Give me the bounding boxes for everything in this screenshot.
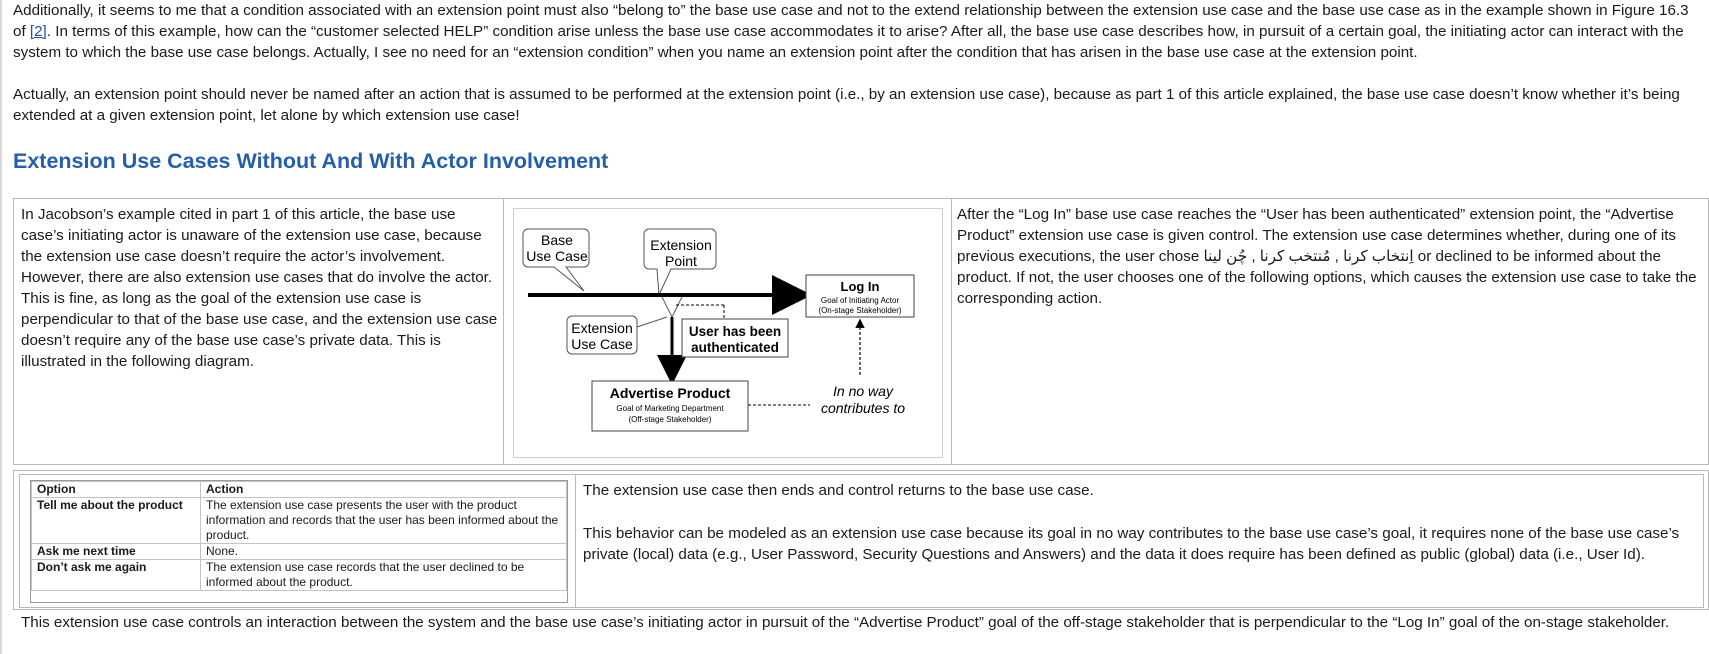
login-title: Log In bbox=[841, 279, 880, 294]
user-authenticated-label: authenticated bbox=[691, 340, 779, 355]
user-authenticated-label: User has been bbox=[689, 324, 781, 339]
table-row: Ask me next time None. bbox=[31, 543, 567, 560]
login-goal-box: Log In Goal of Initiating Actor (On-stag… bbox=[805, 274, 915, 318]
extension-use-case-label: Use Case bbox=[571, 336, 633, 352]
option-cell: Ask me next time bbox=[31, 543, 201, 560]
diagram-svg: Base Use Case Extension Point Log In Goa… bbox=[522, 228, 915, 432]
section-heading: Extension Use Cases Without And With Act… bbox=[13, 149, 609, 173]
options-table: Option Action Tell me about the product … bbox=[31, 481, 567, 591]
table-row: Tell me about the product The extension … bbox=[31, 497, 567, 544]
advertise-title: Advertise Product bbox=[610, 385, 731, 401]
action-cell: The extension use case records that the … bbox=[200, 559, 567, 591]
paragraph-text: Additionally, it seems to me that a cond… bbox=[13, 2, 1689, 40]
bottom-paragraph: This extension use case controls an inte… bbox=[21, 614, 1670, 631]
base-use-case-callout: Base Use Case bbox=[522, 228, 590, 292]
column-header-action: Action bbox=[200, 481, 567, 498]
paragraph-extension-point-naming: Actually, an extension point should neve… bbox=[13, 86, 1680, 124]
left-margin-rule bbox=[0, 0, 2, 654]
cell-left-text: In Jacobson’s example cited in part 1 of… bbox=[21, 206, 498, 370]
options-table-wrap: Option Action Tell me about the product … bbox=[30, 480, 568, 603]
base-use-case-label: Base bbox=[541, 232, 573, 248]
branch-line bbox=[661, 296, 673, 318]
branch-line bbox=[671, 296, 683, 318]
no-way-label: In no way bbox=[833, 383, 894, 399]
use-case-diagram: Base Use Case Extension Point Log In Goa… bbox=[513, 208, 943, 458]
cell-text-behavior: This behavior can be modeled as an exten… bbox=[583, 525, 1680, 563]
cell-right-text-part: After the “Log In” base use case reaches… bbox=[957, 206, 1677, 265]
option-cell: Don’t ask me again bbox=[31, 559, 201, 591]
login-subtitle: Goal of Initiating Actor bbox=[821, 296, 900, 305]
arabic-text: اِنتخاب کرنا , مُنتخب کرنا , چُن لینا bbox=[1203, 248, 1414, 265]
no-way-label: contributes to bbox=[821, 400, 905, 416]
options-table-inner bbox=[19, 474, 1704, 608]
user-authenticated-box: User has been authenticated bbox=[681, 318, 789, 358]
extension-use-case-callout: Extension Use Case bbox=[566, 315, 668, 355]
cell-divider bbox=[575, 474, 576, 608]
reference-link[interactable]: [2] bbox=[29, 23, 47, 40]
cell-right-text-part: or declined to be informed about the pro… bbox=[957, 248, 1697, 307]
advertise-product-box: Advertise Product Goal of Marketing Depa… bbox=[591, 380, 749, 432]
table-row: Don’t ask me again The extension use cas… bbox=[31, 559, 567, 591]
extension-use-case-label: Extension bbox=[571, 320, 632, 336]
advertise-subtitle: (Off-stage Stakeholder) bbox=[628, 415, 711, 424]
cell-text-ends: The extension use case then ends and con… bbox=[583, 482, 1094, 499]
option-cell: Tell me about the product bbox=[31, 497, 201, 544]
column-header-option: Option bbox=[31, 481, 201, 498]
action-cell: The extension use case presents the user… bbox=[200, 497, 567, 544]
advertise-subtitle: Goal of Marketing Department bbox=[616, 404, 724, 413]
cell-divider bbox=[503, 198, 504, 465]
paragraph-text: . In terms of this example, how can the … bbox=[13, 23, 1684, 61]
action-cell: None. bbox=[200, 543, 567, 560]
extension-point-label: Point bbox=[665, 253, 697, 269]
base-use-case-label: Use Case bbox=[526, 248, 588, 264]
table-header-row: Option Action bbox=[31, 481, 567, 498]
extension-point-callout: Extension Point bbox=[643, 228, 717, 297]
extension-point-label: Extension bbox=[650, 237, 711, 253]
paragraph-extension-condition: Additionally, it seems to me that a cond… bbox=[13, 0, 1703, 63]
login-subtitle: (On-stage Stakeholder) bbox=[818, 306, 901, 315]
cell-right-text: After the “Log In” base use case reaches… bbox=[957, 204, 1707, 309]
cell-divider bbox=[951, 198, 952, 465]
